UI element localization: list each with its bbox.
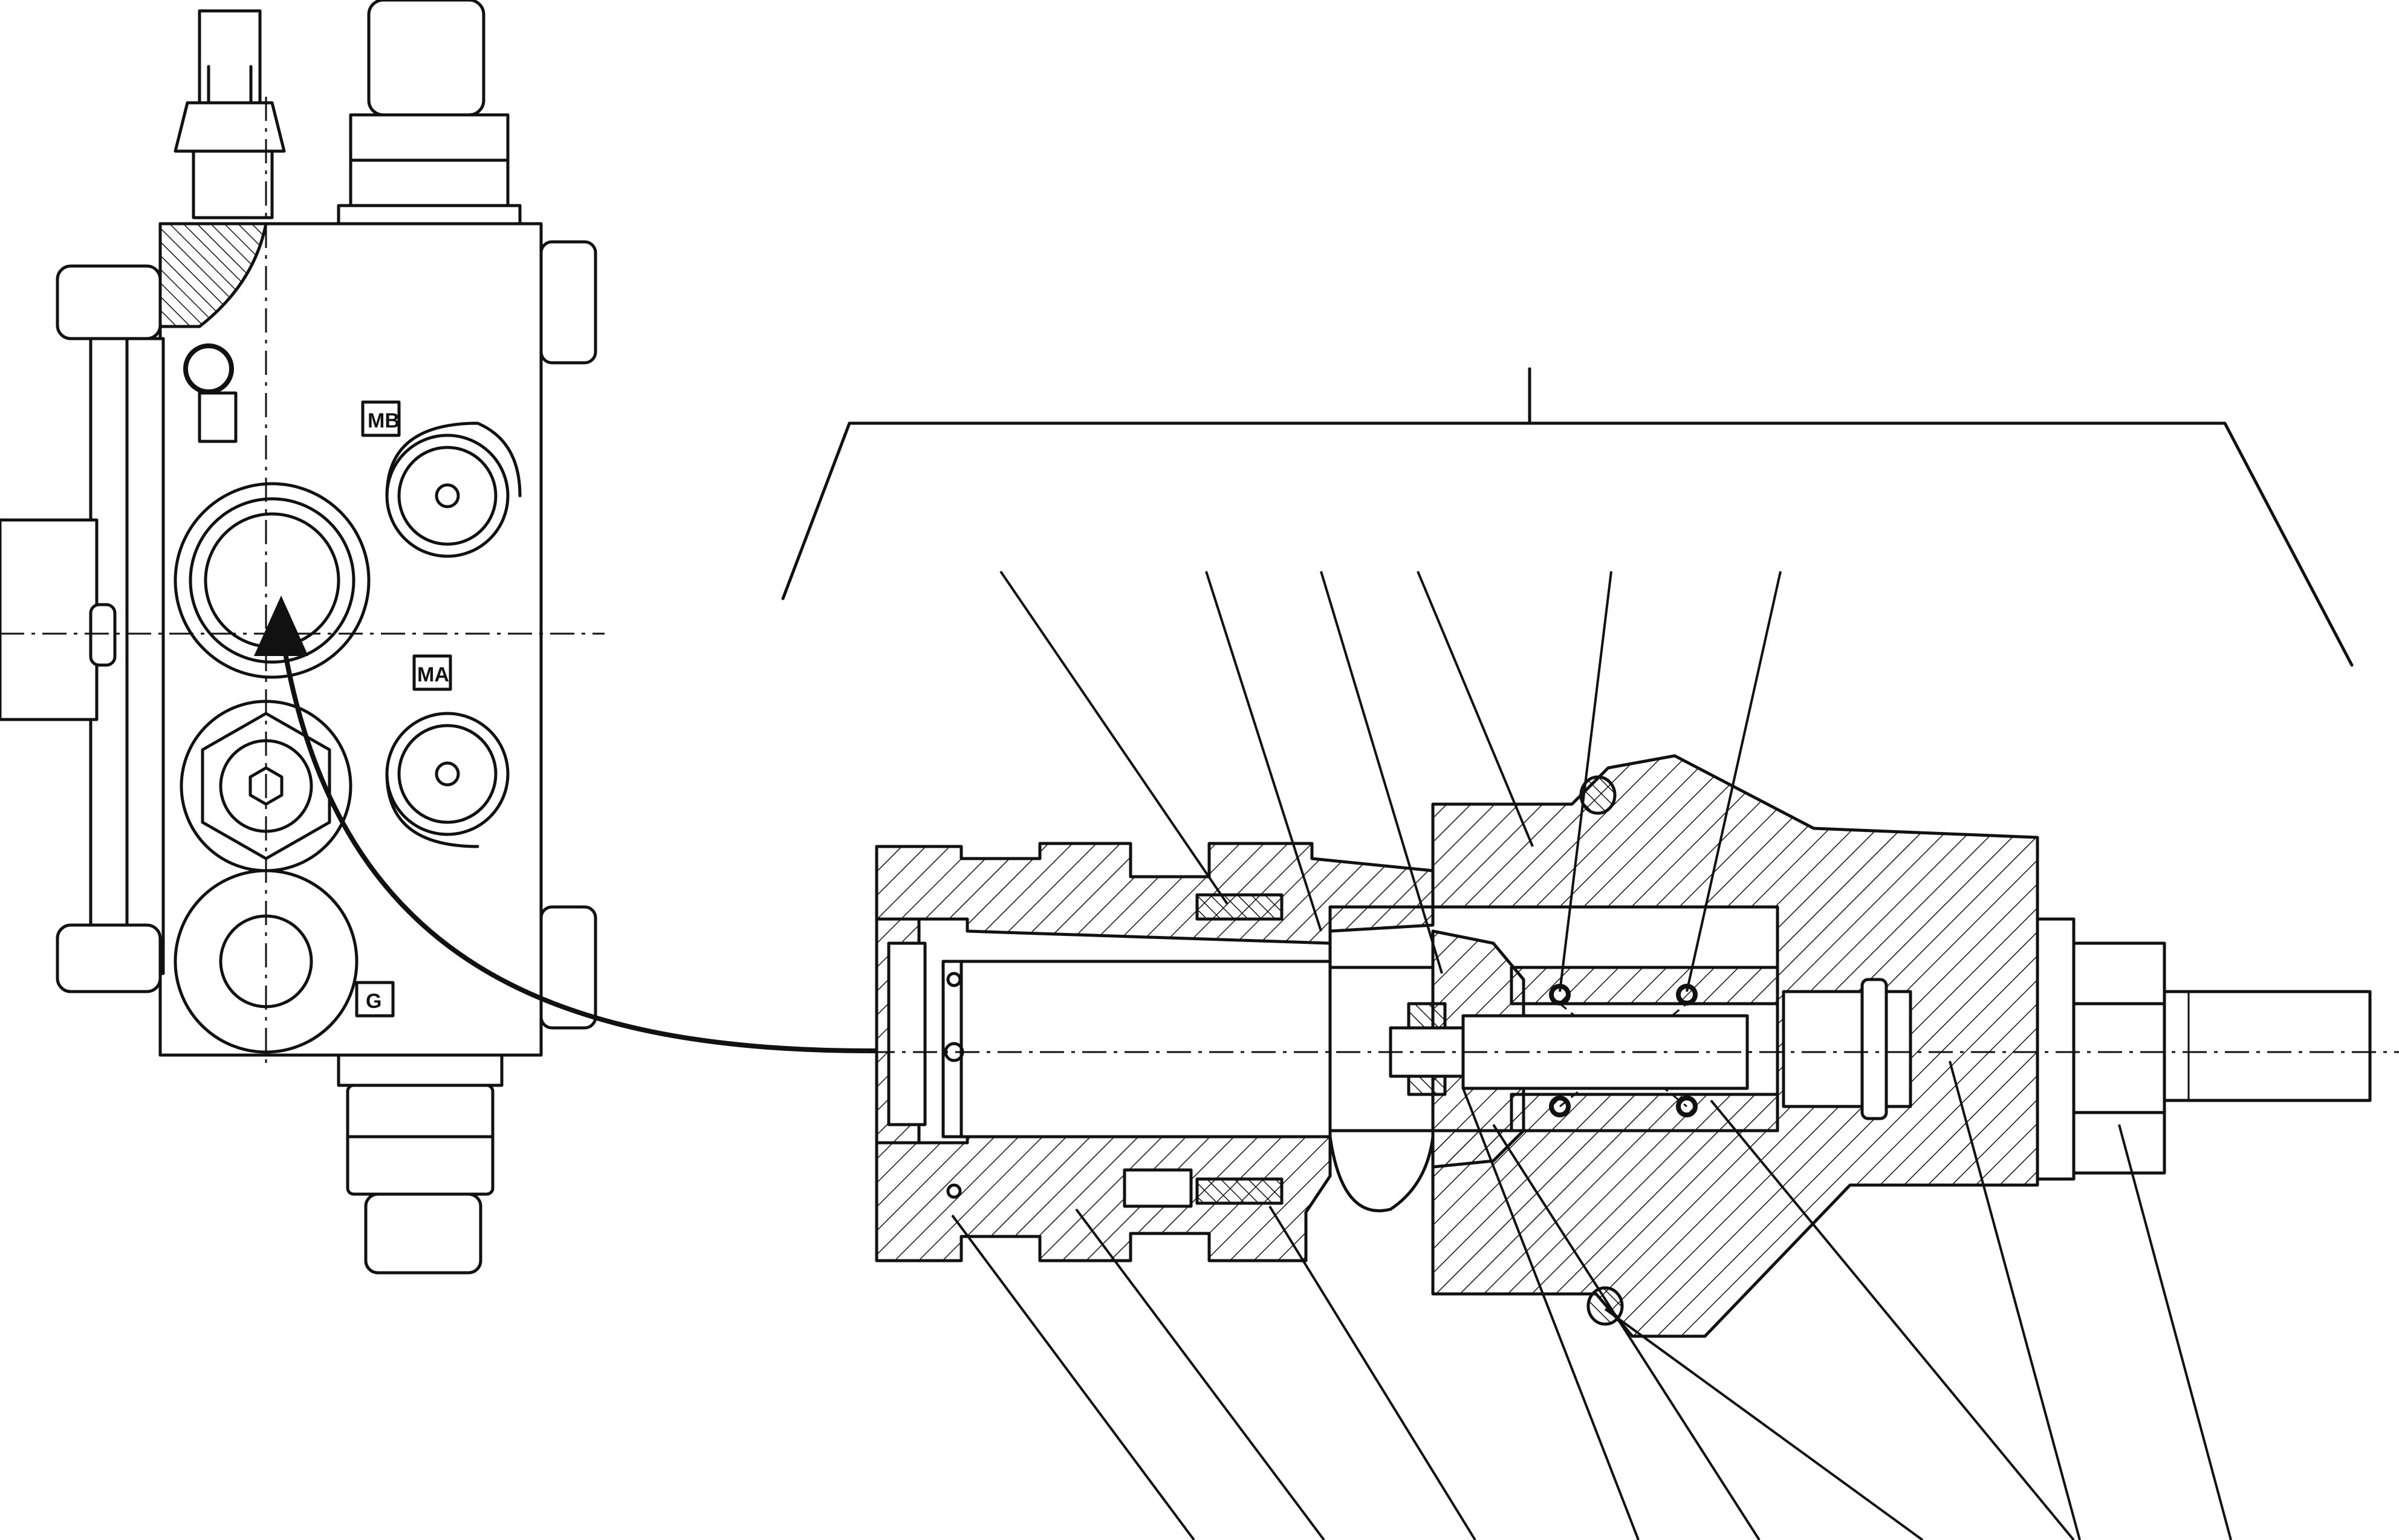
o-ring-top [1579, 775, 1617, 815]
spool [941, 960, 1332, 1139]
port-g-label: G [366, 990, 381, 1013]
port-ma-label: MA [417, 663, 449, 686]
adjusting-screw [2163, 990, 2372, 1102]
seal-upper [1195, 893, 1284, 921]
sleeve-upper [875, 842, 1435, 945]
assembly-bracket [781, 367, 2354, 667]
bottom-fitting [346, 1084, 495, 1196]
spring-sleeve-top [1510, 966, 1779, 1006]
leaders-bottom [951, 1061, 2232, 1540]
lock-nut [2072, 941, 2166, 1175]
port-mb-tag [361, 400, 401, 437]
port-mb-label: MB [368, 409, 400, 432]
cartridge-section-view [871, 754, 2399, 1338]
port-ma-tag [412, 654, 452, 691]
adjuster-body [1782, 990, 1912, 1108]
leaders-top [999, 570, 1782, 992]
location-arrow [282, 646, 877, 1054]
arrow-head [254, 596, 308, 656]
cartridge-port [174, 482, 371, 679]
seal-lower [1195, 1177, 1284, 1205]
valve-block-front-view: MB MA G [0, 0, 605, 1275]
port-g-tag [355, 981, 395, 1018]
top-fitting [367, 0, 485, 117]
